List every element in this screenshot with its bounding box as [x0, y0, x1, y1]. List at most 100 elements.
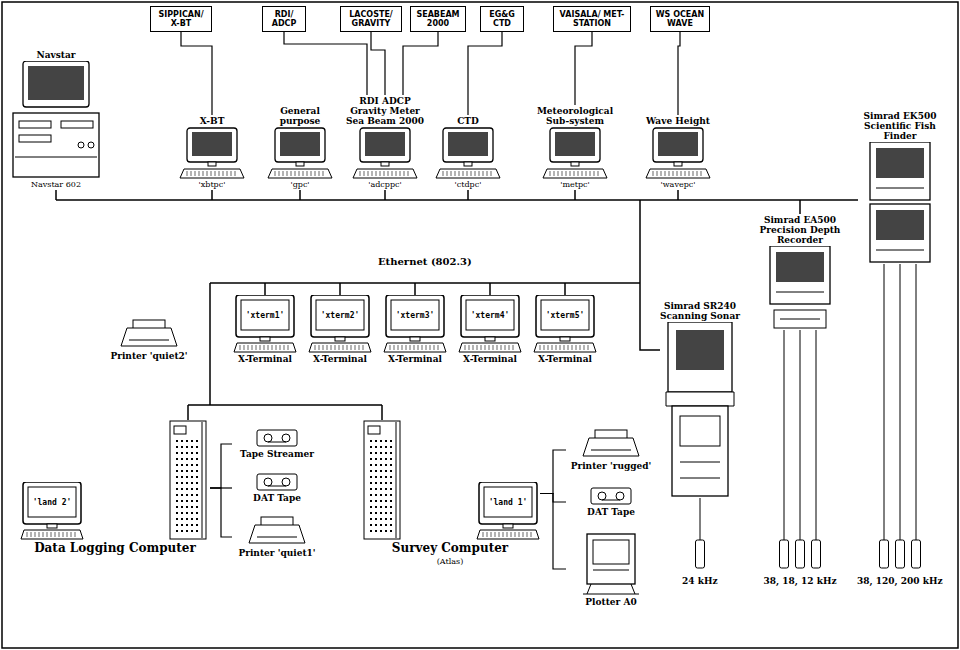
node-pc: RDI ADCP Gravity Meter Sea Beam 2000'adc… [345, 95, 425, 190]
monitor-icon: 'xterm2' [308, 295, 372, 353]
node-pc: Wave Height'wavepc' [638, 115, 718, 190]
monitor-icon: 'xterm1' [233, 295, 297, 353]
workstation-icon-part-part [376, 171, 377, 176]
tower-computer-icon-part-part [186, 440, 188, 442]
tower-computer-icon-part-part [191, 470, 193, 472]
tower-computer-icon-part-part [380, 494, 382, 496]
monitor-icon-part-part [527, 532, 528, 537]
monitor-icon-part-part [426, 345, 427, 350]
tower-computer-icon-part-part [176, 518, 178, 520]
monitor-icon-part-part [509, 345, 510, 350]
connector [371, 32, 385, 95]
tower-computer-icon-part-part [176, 494, 178, 496]
monitor-icon-part-part [272, 345, 273, 350]
screen-name: 'xterm1' [241, 300, 289, 330]
monitor-icon-part-part [572, 345, 573, 350]
depth-recorder-icon-part-part [776, 252, 824, 282]
bus-drop [265, 283, 565, 295]
navigation-computer-icon-part-part [23, 61, 89, 107]
tower-computer-icon-part-part [186, 506, 188, 508]
monitor-icon-part-part [355, 345, 356, 350]
workstation-icon-part-part [227, 171, 228, 176]
workstation-icon-part-part [223, 171, 224, 176]
monitor-icon-part-part [402, 345, 403, 350]
workstation-icon-part-part [368, 171, 369, 176]
connector [181, 32, 212, 115]
tape-drive-icon-part [255, 472, 299, 492]
tower-computer-icon-part-part [385, 512, 387, 514]
monitor-icon-part-part [260, 345, 261, 350]
plotter-icon-part-part [587, 534, 635, 584]
printer-icon-part-part [249, 525, 305, 543]
workstation-icon-part-part [275, 171, 276, 176]
tower-computer-icon [360, 420, 404, 540]
host-name: 'wavepc' [661, 179, 696, 190]
tower-computer-icon-part-part [380, 446, 382, 448]
monitor-icon-part-part [519, 532, 520, 537]
monitor-icon-part-part [477, 530, 539, 539]
workstation-icon-part-part [372, 171, 373, 176]
tape-drive-icon [589, 486, 633, 506]
tower-computer-icon-part-part [380, 452, 382, 454]
transducer-cable [916, 264, 917, 540]
tower-computer-icon-part-part [385, 494, 387, 496]
workstation-icon-part-part [215, 171, 216, 176]
tower-computer-icon-part-part [186, 488, 188, 490]
workstation-icon-part-part [187, 171, 188, 176]
workstation-icon-part-part [594, 171, 595, 176]
monitor-icon-part-part [284, 345, 285, 350]
tower-computer-icon-part-part [390, 488, 392, 490]
tape-drive-icon-part-part [268, 486, 286, 487]
tape-drive-icon-part-part [257, 430, 297, 446]
tower-computer-icon-part-part [380, 464, 382, 466]
tower-computer-icon-part-part [375, 488, 377, 490]
tower-computer-icon-part-part [176, 530, 178, 532]
node-dev: DAT Tape [232, 472, 322, 504]
transducer [780, 540, 789, 568]
screen-name: 'land 1' [484, 487, 532, 517]
scanning-sonar-icon-part-part [680, 462, 720, 463]
workstation-icon-part-part [199, 171, 200, 176]
tower-computer-icon-part-part [191, 494, 193, 496]
monitor-icon-part-part [503, 524, 513, 528]
transducer [812, 540, 821, 568]
tower-computer-icon-part-part [196, 482, 198, 484]
tape-drive-icon-part-part [282, 478, 290, 486]
workstation-icon-part-part [396, 171, 397, 176]
monitor-icon-part-part [252, 345, 253, 350]
navigation-computer-icon-part-part [88, 142, 94, 148]
tape-drive-icon-part-part [268, 442, 286, 443]
tower-computer-icon-part-part [385, 446, 387, 448]
tower-computer-icon-part-part [370, 494, 372, 496]
monitor-icon-part-part [384, 343, 446, 352]
workstation-icon-part-part [323, 171, 324, 176]
workstation-icon-part-part [307, 171, 308, 176]
workstation-icon-part-part [360, 171, 361, 176]
workstation-icon-part-part [550, 128, 600, 162]
tower-computer-icon-part-part [385, 506, 387, 508]
tape-drive-icon-part-part [257, 474, 297, 490]
workstation-icon-part-part [463, 171, 464, 176]
tape-drive-icon [255, 428, 299, 448]
tower-computer-icon-part-part [191, 482, 193, 484]
scanning-sonar-icon-part-part [680, 478, 720, 479]
monitor-icon-part-part [27, 532, 28, 537]
tape-drive-icon-part [589, 486, 633, 506]
workstation-icon-part-part [697, 171, 698, 176]
tower-computer-icon-part-part [176, 458, 178, 460]
transducer-cable [884, 264, 885, 540]
monitor-icon-part-part [335, 345, 336, 350]
workstation-icon-part-part [436, 169, 500, 178]
tower-computer-icon-part-part [196, 458, 198, 460]
monitor-icon-part-part [236, 295, 294, 337]
monitor-icon-part-part [580, 345, 581, 350]
tape-drive-icon-part-part [616, 492, 624, 500]
tower-computer-icon-part-part [385, 482, 387, 484]
sonar-label: Simrad SR240 Scanning Sonar [660, 300, 740, 322]
monitor-icon-part-part [499, 532, 500, 537]
navigation-computer-icon-part-part [78, 142, 84, 148]
host-name: 'ctdpc' [455, 179, 482, 190]
connector [540, 494, 566, 570]
tower-computer-icon-part-part [370, 458, 372, 460]
tower-computer-icon-part-part [196, 452, 198, 454]
